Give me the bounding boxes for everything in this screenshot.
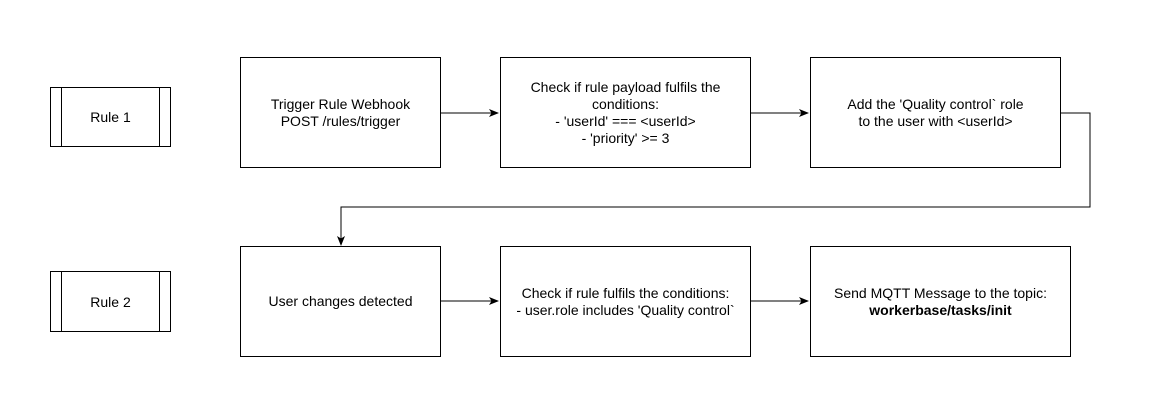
step-text: User changes detected (268, 293, 413, 309)
step-text: Check if rule payload fulfils the (530, 78, 721, 95)
rule-2-step-2-check-role: Check if rule fulfils the conditions: - … (500, 246, 751, 357)
rule-1-step-2-check-payload: Check if rule payload fulfils the condit… (500, 57, 751, 168)
rule-1-step-3-add-role: Add the 'Quality control` role to the us… (810, 57, 1061, 168)
step-text: Trigger Rule Webhook (270, 95, 411, 112)
rule-2-step-3-send-mqtt: Send MQTT Message to the topic: workerba… (810, 246, 1071, 357)
step-text: Send MQTT Message to the topic: (834, 284, 1047, 301)
rule-2-right-bar (159, 272, 160, 331)
rule-2-text: Rule 2 (90, 293, 131, 310)
rule-1-text: Rule 1 (90, 109, 131, 125)
rule-1-right-bar (159, 88, 160, 146)
step-text: - user.role includes 'Quality control` (516, 301, 735, 318)
step-text: Add the 'Quality control` role (847, 95, 1024, 112)
rule-1-step-1-trigger-webhook: Trigger Rule Webhook POST /rules/trigger (240, 57, 441, 168)
step-text: - 'userId' === <userId> (555, 112, 696, 129)
rule-1-label: Rule 1 (50, 87, 171, 147)
mqtt-topic: workerbase/tasks/init (869, 301, 1012, 318)
rule-2-step-1-user-changes: User changes detected (240, 246, 441, 357)
rule-1-left-bar (61, 88, 62, 146)
step-text: POST /rules/trigger (280, 112, 401, 129)
rule-2-left-bar (61, 272, 62, 331)
step-text: - 'priority' >= 3 (581, 129, 670, 146)
step-text: to the user with <userId> (858, 112, 1013, 129)
step-text: conditions: (592, 95, 659, 112)
step-text: Check if rule fulfils the conditions: (521, 284, 730, 301)
rule-2-label: Rule 2 (50, 271, 171, 332)
arrow-rule1-to-rule2 (337, 112, 1091, 246)
